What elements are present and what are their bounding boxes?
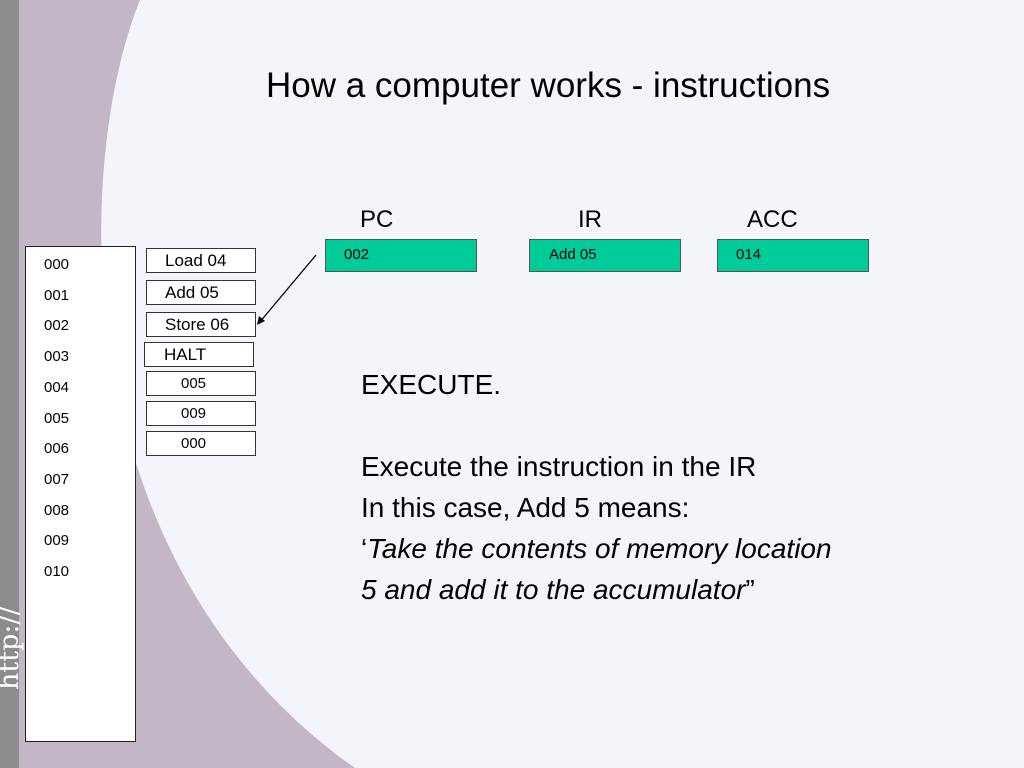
memory-address: 009 <box>44 532 70 549</box>
sidebar-watermark: http:// <box>0 606 25 690</box>
memory-address: 008 <box>44 502 70 519</box>
quote-open-mark: ‘ <box>361 533 368 564</box>
memory-cell: 000 <box>146 431 256 456</box>
pc-pointer-arrowhead <box>257 316 265 325</box>
memory-cell: Store 06 <box>146 312 256 337</box>
explanation-quote: 5 and add it to the accumulator” <box>361 574 755 606</box>
register-label-acc: ACC <box>747 206 798 233</box>
register-ir-value: Add 05 <box>549 246 597 263</box>
register-acc-value: 014 <box>736 246 762 263</box>
register-pc-value: 002 <box>344 246 370 263</box>
explanation-line: In this case, Add 5 means: <box>361 492 690 523</box>
register-ir: Add 05 <box>529 239 681 272</box>
memory-cell: Load 04 <box>146 248 256 273</box>
memory-address: 010 <box>44 563 70 580</box>
memory-address: 001 <box>44 287 70 304</box>
quote-text: 5 and add it to the accumulator <box>361 574 746 605</box>
quote-close-mark: ” <box>745 574 755 605</box>
memory-address: 006 <box>44 440 70 457</box>
memory-cell: HALT <box>144 342 254 367</box>
decorative-left-stripe <box>0 0 19 768</box>
memory-address: 004 <box>44 379 70 396</box>
memory-address: 003 <box>44 348 70 365</box>
memory-address: 000 <box>44 256 70 273</box>
memory-cell: 009 <box>146 401 256 426</box>
explanation-line: Execute the instruction in the IR <box>361 451 757 482</box>
memory-cell: 005 <box>146 371 256 396</box>
memory-address: 005 <box>44 410 70 427</box>
register-pc: 002 <box>325 239 477 272</box>
memory-address-column <box>25 246 136 742</box>
slide-title: How a computer works - instructions <box>266 66 831 105</box>
pc-pointer-arrow <box>258 254 317 324</box>
register-label-pc: PC <box>360 206 394 233</box>
execute-heading: EXECUTE. <box>361 369 502 400</box>
register-label-ir: IR <box>578 206 602 233</box>
memory-cell: Add 05 <box>146 280 256 305</box>
register-acc: 014 <box>717 239 869 272</box>
memory-address: 007 <box>44 471 70 488</box>
quote-text: Take the contents of memory location <box>367 533 832 564</box>
memory-address: 002 <box>44 317 70 334</box>
explanation-quote: ‘Take the contents of memory location <box>361 533 832 565</box>
